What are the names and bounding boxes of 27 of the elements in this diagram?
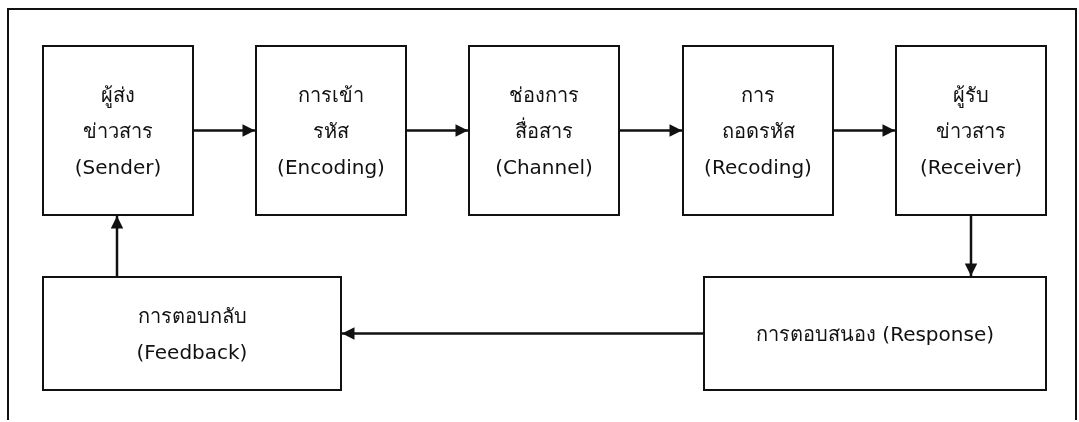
box-title: ผู้รับข่าวสาร bbox=[935, 81, 1007, 145]
box-title: ช่องการสื่อสาร bbox=[508, 81, 580, 145]
process-box bbox=[255, 45, 407, 216]
box-subtitle: (Feedback) bbox=[136, 338, 248, 366]
box-subtitle: (Channel) bbox=[495, 153, 593, 181]
process-box bbox=[42, 45, 194, 216]
box-title: ผู้ส่งข่าวสาร bbox=[82, 81, 154, 145]
box-title: การตอบกลับ bbox=[137, 302, 247, 330]
box-subtitle: (Sender) bbox=[74, 153, 162, 181]
process-box bbox=[42, 276, 342, 391]
arrow bbox=[620, 124, 682, 137]
arrow bbox=[834, 124, 895, 137]
process-box bbox=[895, 45, 1047, 216]
box-title: การถอดรหัส bbox=[720, 81, 796, 145]
box-title: การตอบสนอง (Response) bbox=[756, 320, 994, 348]
arrow bbox=[194, 124, 255, 137]
box-subtitle: (Recoding) bbox=[704, 153, 812, 181]
box-subtitle: (Receiver) bbox=[919, 153, 1023, 181]
arrow bbox=[407, 124, 468, 137]
arrow bbox=[342, 327, 703, 340]
process-box bbox=[703, 276, 1047, 391]
process-box bbox=[682, 45, 834, 216]
arrow bbox=[110, 216, 124, 276]
process-box bbox=[468, 45, 620, 216]
arrow bbox=[964, 216, 978, 276]
box-title: การเข้ารหัส bbox=[297, 81, 365, 145]
box-subtitle: (Encoding) bbox=[277, 153, 385, 181]
